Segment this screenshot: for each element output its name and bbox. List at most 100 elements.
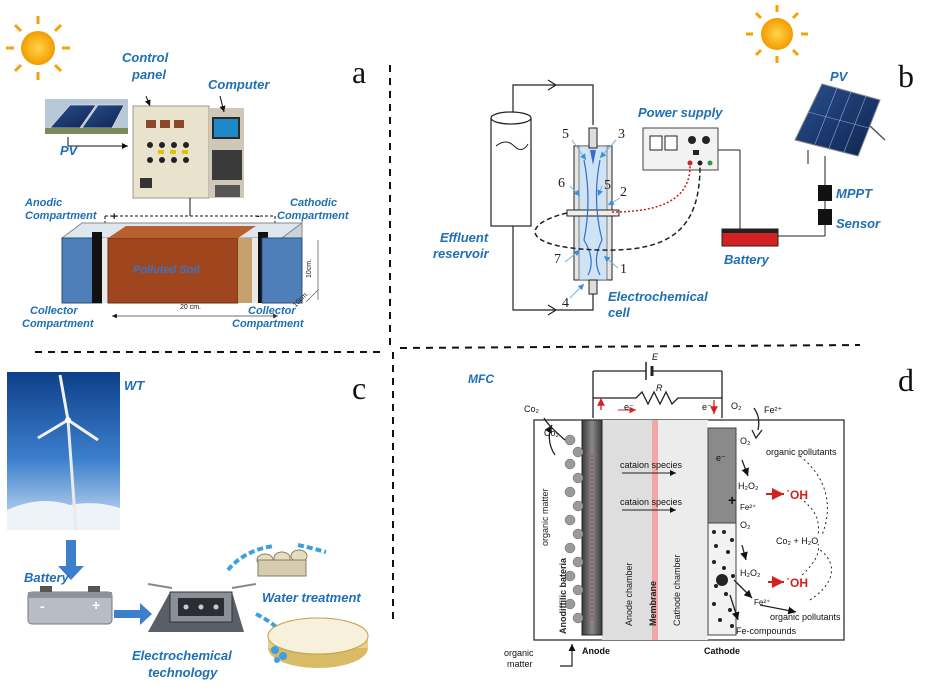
power-supply-label: Power supply xyxy=(638,105,723,120)
o2-b-label: O₂ xyxy=(740,520,751,530)
electron-label-1: e⁻ xyxy=(624,402,634,412)
pv-label-a: PV xyxy=(60,143,78,158)
cell-number-5-top: 5 xyxy=(562,127,569,142)
soil-cell xyxy=(60,222,304,304)
fe-a-label: Fe²⁺ xyxy=(740,503,757,512)
panel-letter-a: a xyxy=(352,54,367,90)
h2o2-a-label: H₂O₂ xyxy=(738,481,759,491)
collector-left-line2: Compartment xyxy=(22,318,94,330)
divider-horizontal-right xyxy=(399,344,861,349)
down-arrow-icon xyxy=(58,540,84,580)
cathode-chamber-label: Cathode chamber xyxy=(672,554,682,626)
o2-top-label: O₂ xyxy=(731,401,742,411)
anodic-label-line1: Anodic xyxy=(25,197,63,209)
electrochemical-cell-label-line2: cell xyxy=(608,305,630,320)
anodiffilic-bacteria-label: Anodiffilic bateria xyxy=(558,557,568,634)
water-tank-photo xyxy=(267,617,369,668)
organic-matter-bottom-line1: organic xyxy=(504,648,534,658)
cell-number-6: 6 xyxy=(558,176,565,191)
pv-label-b: PV xyxy=(830,69,848,84)
battery-plus-c: + xyxy=(92,597,101,613)
wt-label: WT xyxy=(124,378,145,393)
computer-photo xyxy=(209,108,244,198)
effluent-reservoir xyxy=(490,111,532,227)
mppt-box xyxy=(818,185,832,201)
control-panel-label-line2: panel xyxy=(132,67,166,82)
dimension-height-label: 10cm. xyxy=(306,258,313,278)
polluted-soil-label: Polluted Soil xyxy=(133,264,200,276)
battery-c xyxy=(27,586,113,625)
organic-pollutants-1-label: organic pollutants xyxy=(766,447,837,457)
electrochemical-tech-label-line1: Electrochemical xyxy=(132,648,232,663)
hydroxyl-a-label: ˙OH xyxy=(786,488,808,502)
anodic-label-line2: Compartment xyxy=(25,210,97,222)
o2-a-label: O₂ xyxy=(740,436,751,446)
sun-icon xyxy=(746,5,808,63)
anode-chamber-label: Anode chamber xyxy=(624,562,634,626)
h2o2-b-label: H₂O₂ xyxy=(740,568,761,578)
cell-number-2: 2 xyxy=(620,185,627,200)
battery-label-b: Battery xyxy=(724,252,769,267)
wind-turbine-photo xyxy=(7,372,120,531)
panel-letter-c: c xyxy=(352,370,367,406)
battery-label-c: Battery xyxy=(24,570,69,585)
mppt-label: MPPT xyxy=(836,186,873,201)
cation-species-1-label: cataion species xyxy=(620,460,683,470)
mfc-diagram xyxy=(533,362,845,667)
co2-outer-label: Co₂ xyxy=(524,404,539,414)
co2-h2o-label: Co₂ + H₂O xyxy=(776,536,819,546)
fe-b-label: Fe²⁺ xyxy=(754,598,771,607)
organic-matter-vertical-label: organic matter xyxy=(540,488,550,546)
computer-label: Computer xyxy=(208,77,270,92)
power-supply-box xyxy=(642,127,719,171)
electron-label-3: e⁻ xyxy=(716,453,726,463)
fe-top-label: Fe²⁺ xyxy=(764,405,783,415)
electrochemical-cell xyxy=(566,127,620,295)
membrane-label: Membrane xyxy=(648,580,658,626)
anode-label: Anode xyxy=(582,646,610,656)
cell-number-7: 7 xyxy=(554,252,561,267)
electrochemical-reactor-photo xyxy=(147,583,257,632)
filter-cartridges xyxy=(256,549,308,577)
electrochemical-tech-label-line2: technology xyxy=(148,665,218,680)
sun-icon xyxy=(6,16,70,80)
cathodic-compartment xyxy=(261,237,303,304)
cathodic-label-line1: Cathodic xyxy=(290,197,338,209)
organic-matter-bottom-line2: matter xyxy=(507,659,533,669)
co2-inner-label: Co₂ xyxy=(544,428,559,438)
cation-species-2-label: cataion species xyxy=(620,497,683,507)
cathodic-label-line2: Compartment xyxy=(277,210,349,222)
minus-terminal-a: - xyxy=(256,210,260,222)
battery-b xyxy=(721,228,779,247)
dimension-length-label: 20 cm. xyxy=(180,304,202,311)
electrochemical-cell-label-line1: Electrochemical xyxy=(608,289,708,304)
cell-number-1: 1 xyxy=(620,262,627,277)
water-treatment-label: Water treatment xyxy=(262,590,361,605)
plus-terminal-a: + xyxy=(111,211,118,223)
cell-number-3: 3 xyxy=(618,127,625,142)
cell-number-5-mid: 5 xyxy=(604,178,611,193)
pv-panel-photo xyxy=(45,99,128,134)
organic-pollutants-2-label: organic pollutants xyxy=(770,612,841,622)
plus-sign-d: + xyxy=(728,492,737,508)
resistor-label: R xyxy=(656,383,663,393)
polluted-soil-block xyxy=(107,237,239,304)
battery-minus-c: - xyxy=(40,598,45,614)
emf-label: E xyxy=(652,352,659,362)
collector-left-line1: Collector xyxy=(30,305,78,317)
cathode-label: Cathode xyxy=(704,646,740,656)
collector-right-line1: Collector xyxy=(248,305,296,317)
hydroxyl-b-label: ˙OH xyxy=(786,576,808,590)
pv-panel-b xyxy=(794,83,886,157)
panel-letter-b: b xyxy=(898,58,914,94)
mfc-label: MFC xyxy=(468,372,494,386)
collector-right-line2: Compartment xyxy=(232,318,304,330)
effluent-label-line2: reservoir xyxy=(433,246,489,261)
electron-label-2: e⁻ xyxy=(702,402,712,412)
sensor-label: Sensor xyxy=(836,216,881,231)
right-arrow-icon xyxy=(114,603,152,625)
panel-letter-d: d xyxy=(898,362,914,398)
control-panel-photo xyxy=(132,105,210,199)
